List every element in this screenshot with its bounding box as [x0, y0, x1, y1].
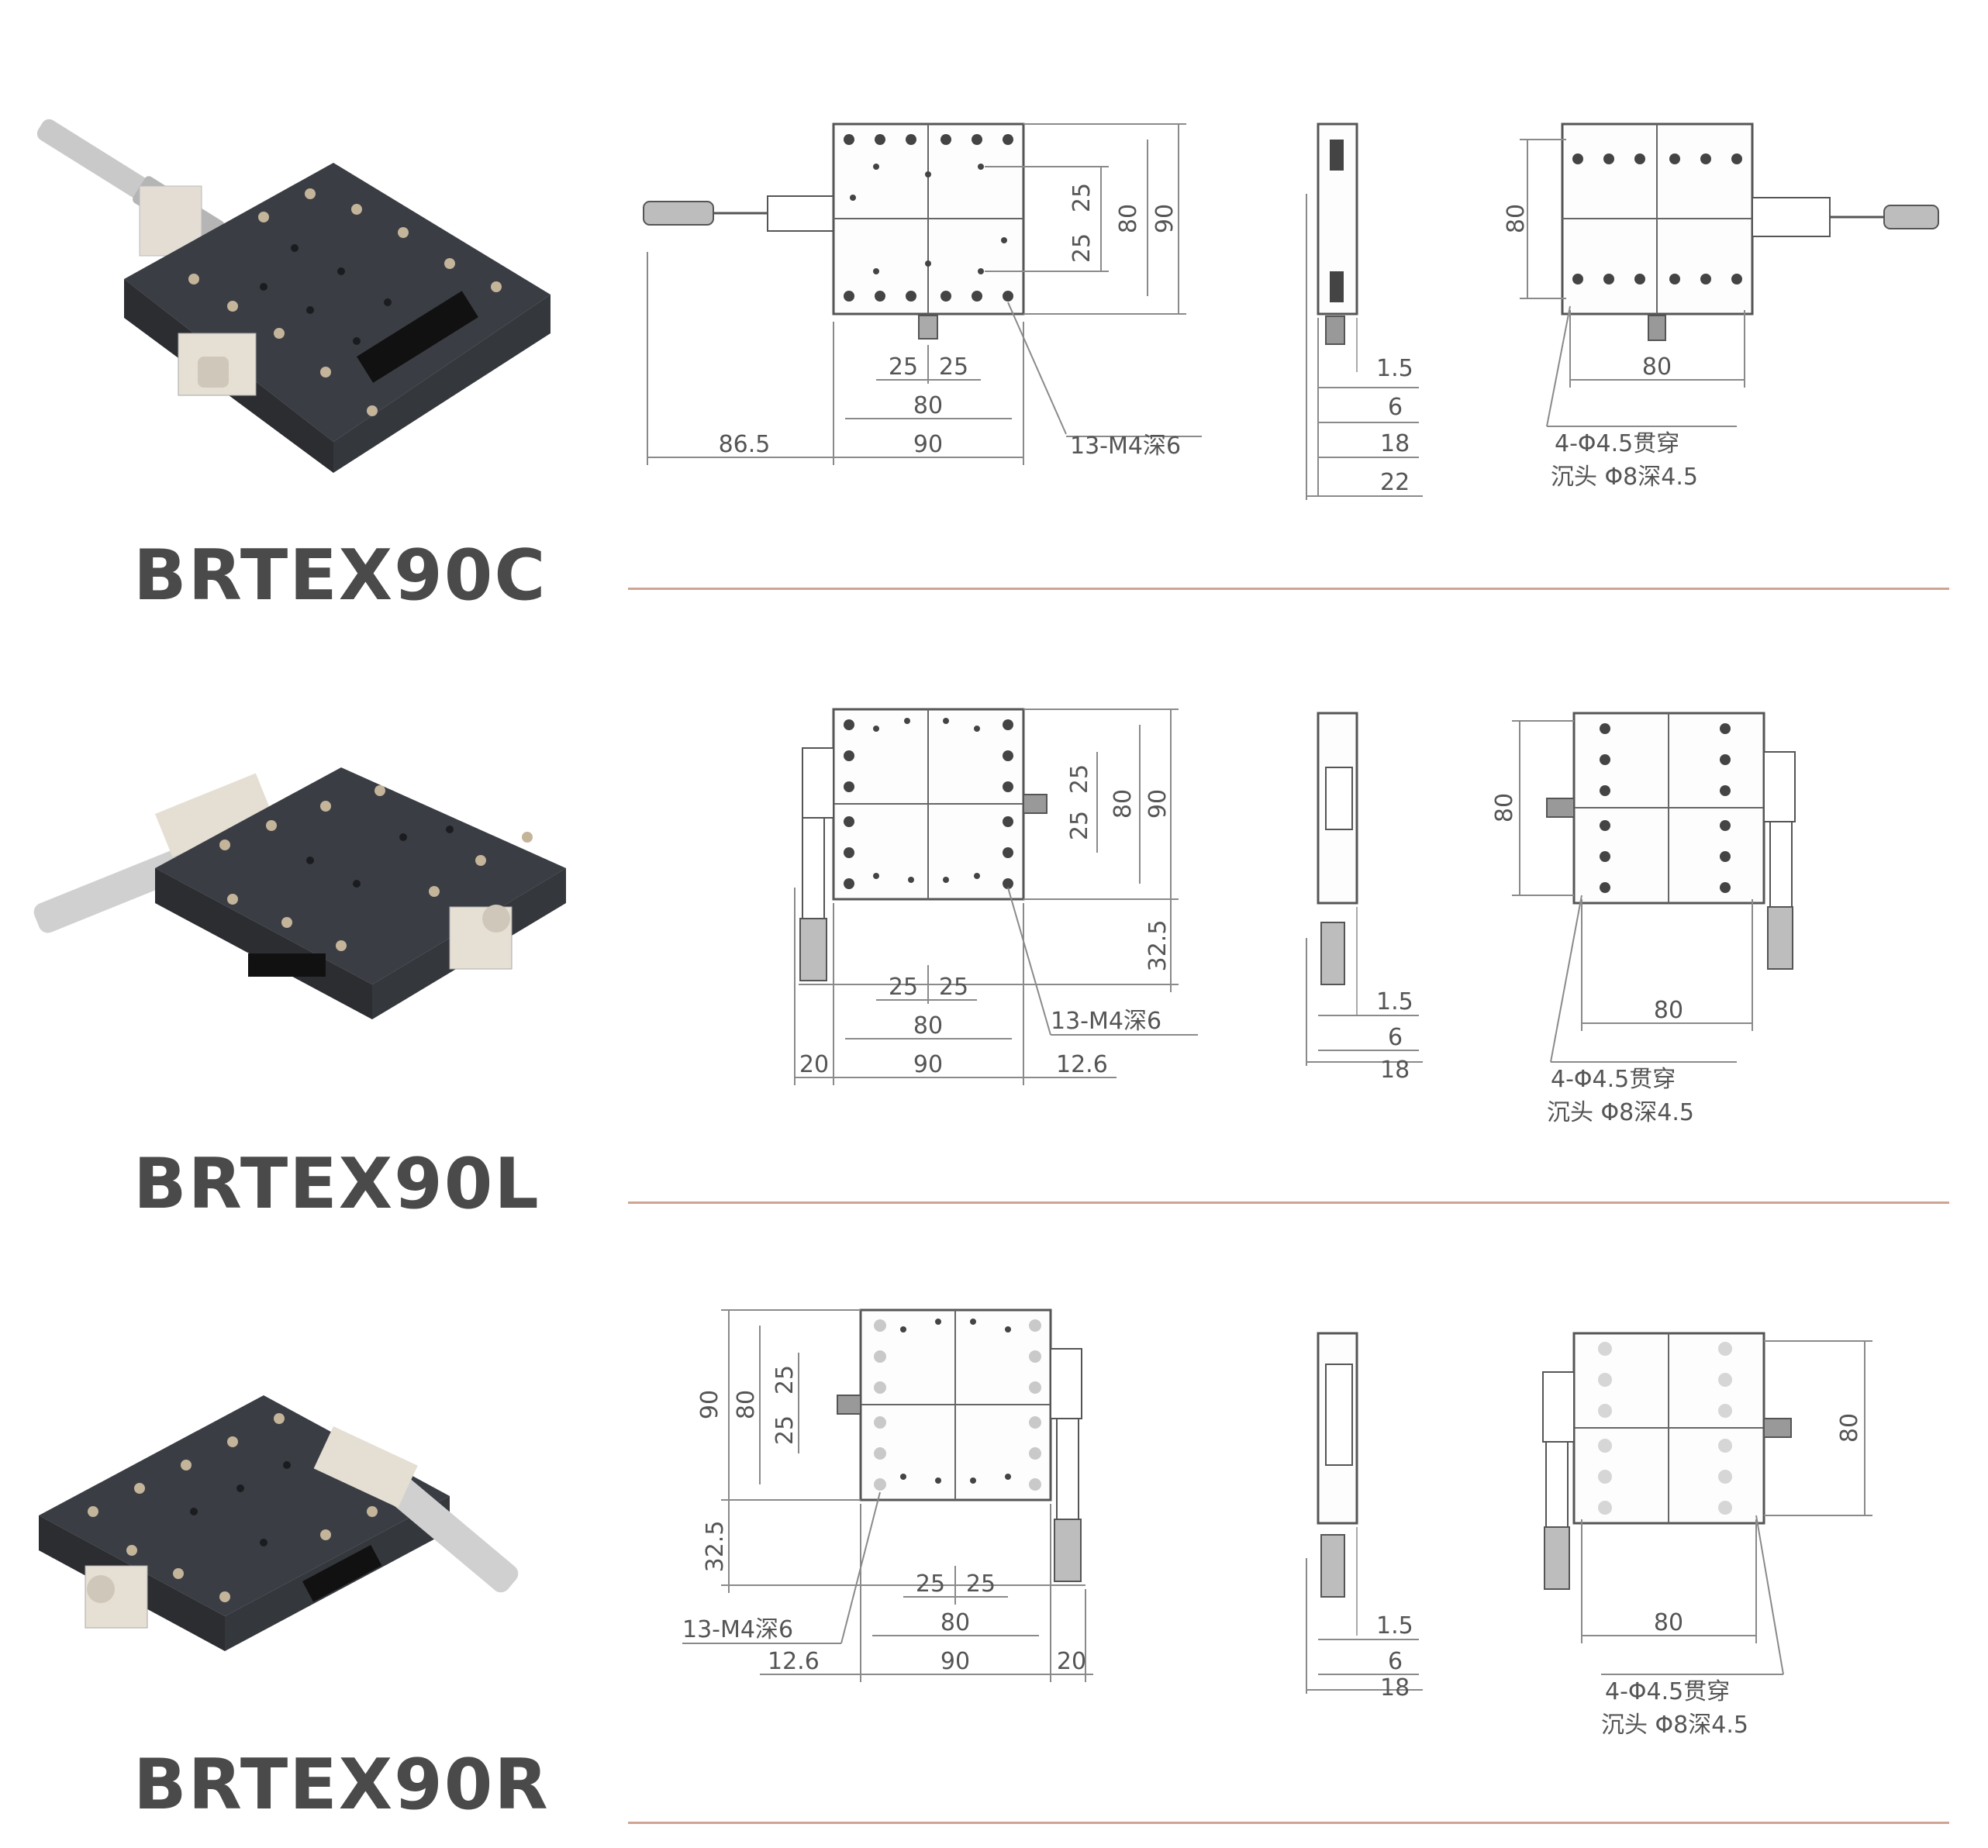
dim-v25b: 25: [1068, 233, 1096, 263]
dim-20: 20: [1057, 1648, 1086, 1675]
dim-b80v: 80: [1503, 204, 1530, 233]
dim-s1-5: 1.5: [1376, 355, 1413, 382]
dim-86-5: 86.5: [719, 431, 771, 458]
dim-25b: 25: [939, 353, 968, 381]
model-name: BRTEX90L: [133, 1143, 540, 1225]
dim-25a: 25: [889, 974, 918, 1001]
dim-through: 4-Φ4.5贯穿: [1605, 1678, 1730, 1705]
dim-v80: 80: [733, 1390, 760, 1419]
side-view-drawing-r: 1.5 6 18: [1306, 1332, 1423, 1701]
dim-b80h: 80: [1654, 1609, 1683, 1636]
dim-v25a: 25: [1068, 183, 1096, 212]
dim-20: 20: [799, 1051, 829, 1078]
dim-v25a: 25: [1066, 764, 1093, 794]
divider: [628, 1202, 1949, 1204]
product-photo-l: [33, 767, 566, 1019]
dim-s6: 6: [1388, 394, 1403, 421]
product-photo-r: [39, 1395, 519, 1651]
dim-s6: 6: [1388, 1648, 1403, 1675]
dim-s22: 22: [1380, 469, 1410, 496]
dim-b80v: 80: [1836, 1413, 1863, 1443]
divider: [628, 588, 1949, 590]
dim-90: 90: [913, 1051, 943, 1078]
product-photo-c: [36, 119, 550, 473]
dim-v25b: 25: [771, 1415, 799, 1445]
side-view-drawing-l: 1.5 6 18: [1306, 712, 1423, 1084]
dim-v32-5: 32.5: [702, 1521, 729, 1573]
dim-counterbore: 沉头 Φ8深4.5: [1601, 1712, 1748, 1739]
dim-v80: 80: [1110, 789, 1137, 819]
dim-12-6: 12.6: [768, 1648, 820, 1675]
dim-through: 4-Φ4.5贯穿: [1555, 430, 1679, 457]
dim-90: 90: [941, 1648, 970, 1675]
dim-90: 90: [913, 431, 943, 458]
dim-holes: 13-M4深6: [682, 1616, 793, 1643]
bottom-view-drawing-c: 80 80 4-Φ4.5贯穿 沉头 Φ8深4.5: [1503, 122, 1939, 491]
model-name: BRTEX90C: [133, 535, 547, 616]
product-section-l: BRTEX90L 20 90 12.6 80: [0, 612, 1988, 1225]
dim-counterbore: 沉头 Φ8深4.5: [1547, 1099, 1694, 1126]
dim-s18: 18: [1380, 430, 1410, 457]
dim-v32-5: 32.5: [1144, 920, 1172, 972]
top-view-drawing-c: 86.5 90 80 25 25 13-M4深6 25 25 80 90: [643, 122, 1202, 465]
top-view-drawing-r: 12.6 90 20 80 25 25 13-M4深6 90 80 25 25 …: [682, 1308, 1093, 1682]
dim-25b: 25: [939, 974, 968, 1001]
dim-80: 80: [913, 1012, 943, 1040]
bottom-view-drawing-r: 80 80 4-Φ4.5贯穿 沉头 Φ8深4.5: [1542, 1332, 1872, 1739]
dim-v90: 90: [1144, 789, 1172, 819]
dim-v25a: 25: [771, 1365, 799, 1395]
dim-v25b: 25: [1066, 811, 1093, 840]
dim-s6: 6: [1388, 1024, 1403, 1051]
divider: [628, 1822, 1949, 1824]
dim-80: 80: [941, 1609, 970, 1636]
dim-12-6: 12.6: [1056, 1051, 1108, 1078]
dim-v90: 90: [696, 1390, 723, 1419]
dim-s1-5: 1.5: [1376, 1612, 1413, 1639]
product-section-c: BRTEX90C 86.5 90: [0, 0, 1988, 616]
bottom-view-drawing-l: 80 80 4-Φ4.5贯穿 沉头 Φ8深4.5: [1491, 712, 1796, 1126]
dim-b80v: 80: [1491, 793, 1518, 822]
side-view-drawing-c: 1.5 6 18 22: [1306, 122, 1423, 500]
dim-holes: 13-M4深6: [1051, 1008, 1161, 1035]
top-view-drawing-l: 20 90 12.6 80 25 25 13-M4深6 25 25 80 90 …: [794, 708, 1198, 1085]
model-name: BRTEX90R: [133, 1744, 550, 1826]
dim-s18: 18: [1380, 1674, 1410, 1701]
dim-holes: 13-M4深6: [1070, 433, 1181, 460]
dim-25a: 25: [916, 1570, 945, 1598]
dim-80: 80: [913, 392, 943, 419]
dim-b80h: 80: [1642, 353, 1672, 381]
dim-25a: 25: [889, 353, 918, 381]
dim-v80: 80: [1115, 204, 1142, 233]
dim-25b: 25: [966, 1570, 996, 1598]
dim-s1-5: 1.5: [1376, 988, 1413, 1015]
dim-through: 4-Φ4.5贯穿: [1551, 1066, 1676, 1093]
product-section-r: BRTEX90R 12.6 90 20 80: [0, 1225, 1988, 1848]
dim-counterbore: 沉头 Φ8深4.5: [1551, 464, 1698, 491]
dim-s18: 18: [1380, 1057, 1410, 1084]
dim-v90: 90: [1151, 204, 1179, 233]
dim-b80h: 80: [1654, 997, 1683, 1024]
